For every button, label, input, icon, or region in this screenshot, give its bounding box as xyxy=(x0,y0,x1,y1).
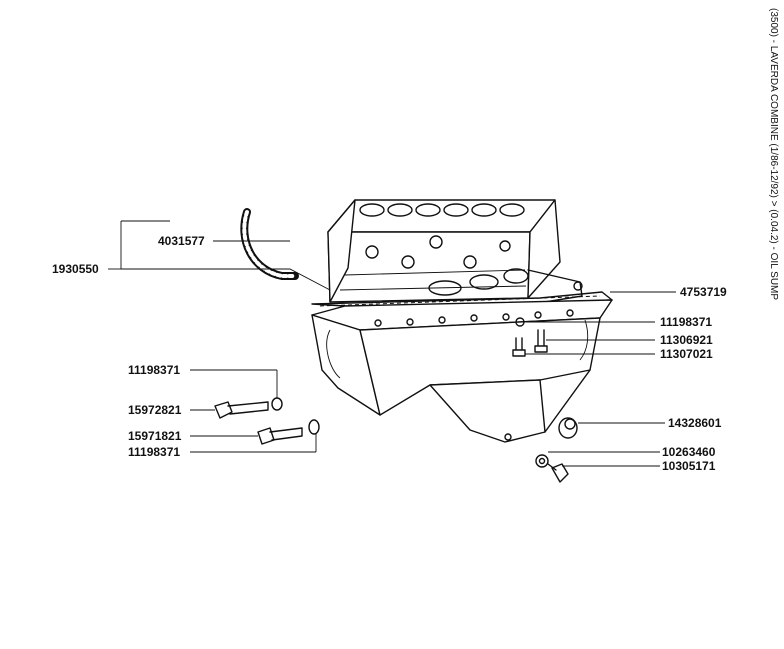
drain-plug-10305171-icon xyxy=(547,463,569,483)
diagram-title: (3500) - LAVERDA COMBINE (1/86-12/92) > … xyxy=(768,8,779,301)
label-14328601: 14328601 xyxy=(668,416,722,430)
bolt-15971821-icon xyxy=(257,419,320,445)
label-11198371-left-bottom: 11198371 xyxy=(128,445,180,459)
label-10305171: 10305171 xyxy=(662,459,716,473)
label-11198371-right: 11198371 xyxy=(660,315,712,329)
label-15972821: 15972821 xyxy=(128,403,182,417)
label-1930550: 1930550 xyxy=(52,262,99,276)
screw-11306921-icon xyxy=(534,329,548,353)
label-11307021: 11307021 xyxy=(660,347,713,361)
label-10263460: 10263460 xyxy=(662,445,716,459)
label-15971821: 15971821 xyxy=(128,429,182,443)
bolt-15972821-icon xyxy=(214,397,283,419)
label-11198371-left-top: 11198371 xyxy=(128,363,180,377)
engine-block-icon xyxy=(327,199,583,303)
dipstick-tube-icon xyxy=(240,208,299,280)
oil-sump-icon xyxy=(311,299,613,443)
label-4031577: 4031577 xyxy=(158,234,205,248)
screw-11307021-icon xyxy=(512,337,526,357)
washer-10263460-icon xyxy=(535,454,549,468)
label-4753719: 4753719 xyxy=(680,285,727,299)
plug-14328601-icon xyxy=(558,417,578,439)
label-11306921: 11306921 xyxy=(660,333,713,347)
leader-lines xyxy=(108,220,676,467)
